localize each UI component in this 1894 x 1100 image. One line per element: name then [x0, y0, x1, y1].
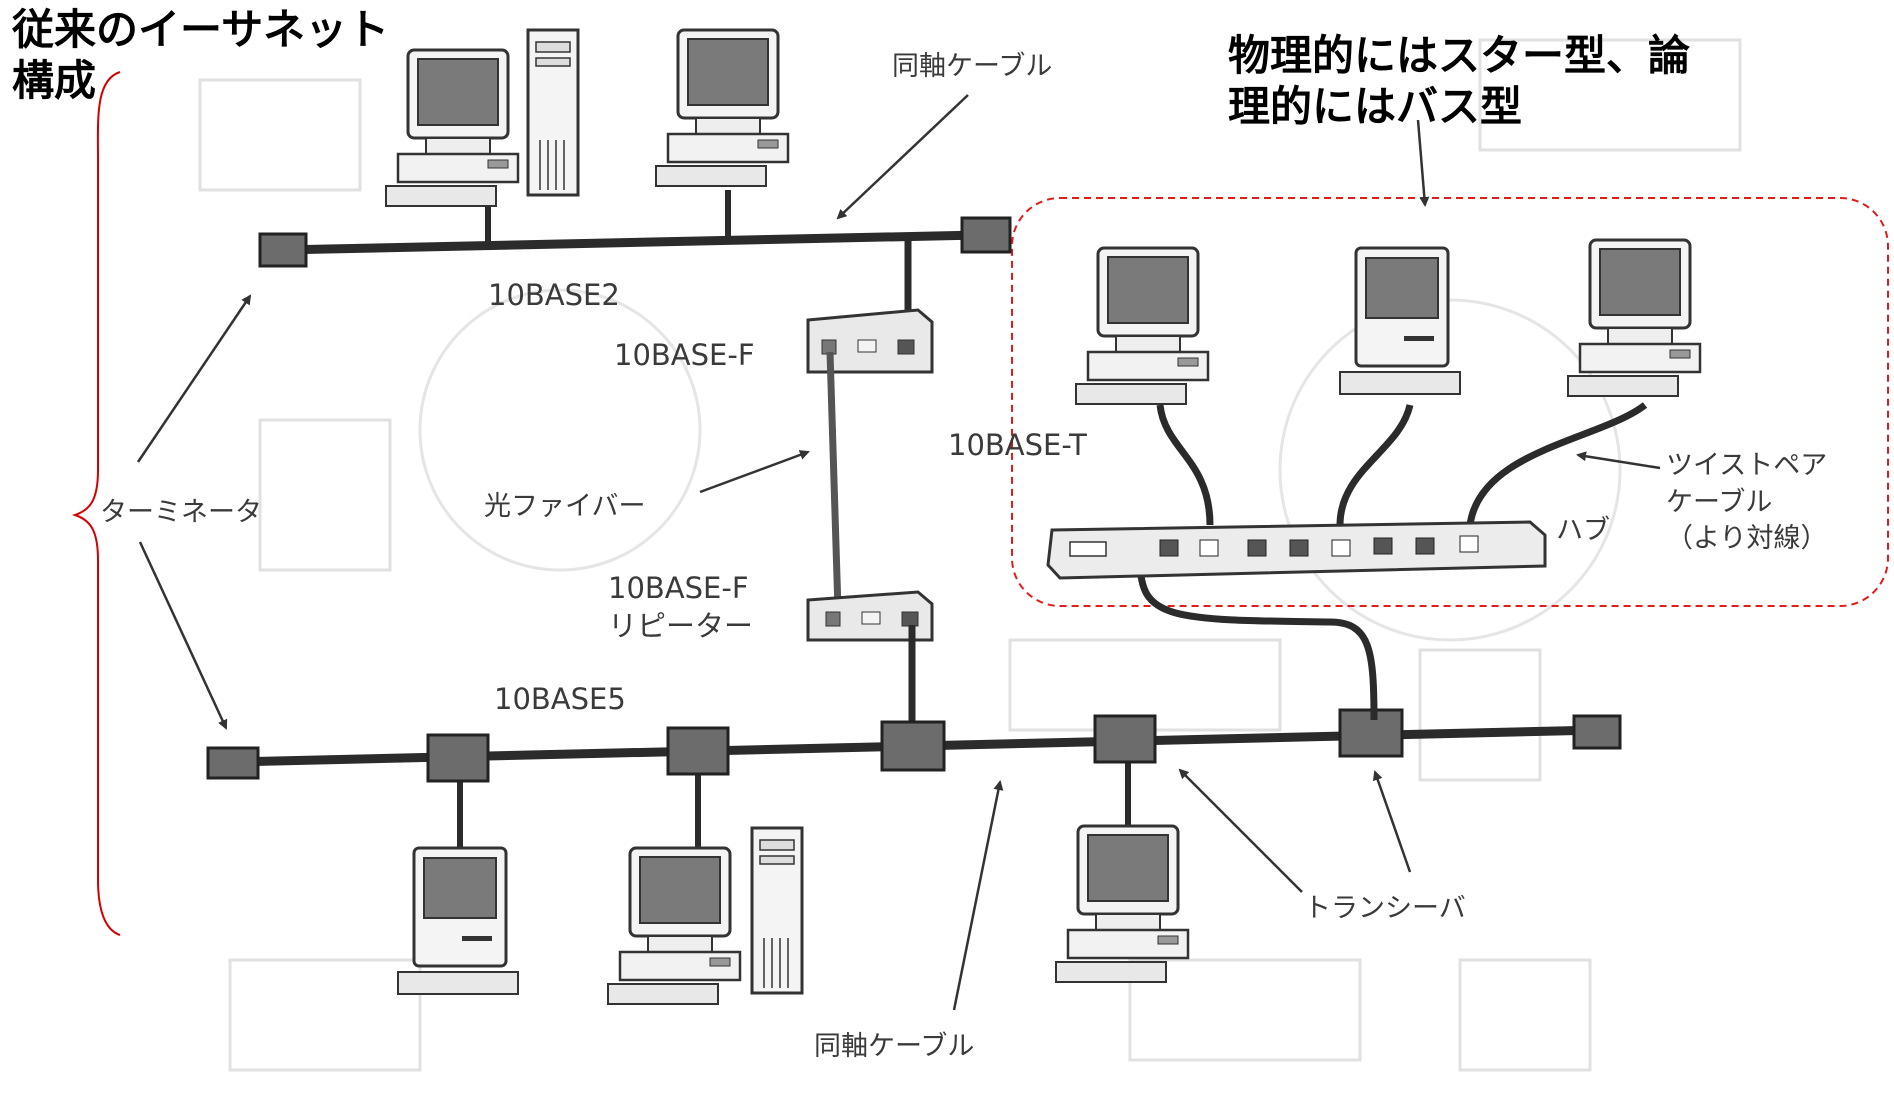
computer-mac — [1338, 246, 1462, 396]
label-10base-f: 10BASE-F — [614, 338, 755, 372]
terminator — [258, 232, 308, 268]
annotation-arrows — [136, 94, 1661, 1011]
transceiver — [880, 720, 946, 772]
computer-tower — [526, 28, 580, 197]
annotation-star-bus: 物理的にはスター型、論 理的にはバス型 — [1228, 31, 1691, 132]
annotation-traditional-ethernet: 従来のイーサネット 構成 — [12, 5, 390, 106]
label-10base2: 10BASE2 — [488, 278, 620, 312]
computer-tower — [750, 826, 804, 995]
label-terminator: ターミネータ — [100, 497, 262, 528]
computer — [606, 846, 742, 1006]
hub — [1046, 520, 1547, 580]
label-hub: ハブ — [1556, 515, 1610, 546]
label-fiber-repeater: 10BASE-F リピーター — [608, 571, 754, 643]
annotation-bracket — [71, 71, 121, 936]
terminator — [960, 216, 1012, 254]
transceiver — [1093, 714, 1157, 764]
computer — [384, 48, 520, 208]
label-coax-bottom: 同軸ケーブル — [814, 1031, 975, 1062]
label-optical-fiber: 光ファイバー — [484, 491, 646, 522]
computer — [1566, 238, 1702, 398]
transceiver — [666, 726, 730, 776]
fiber-repeater — [806, 590, 934, 642]
fiber-cable — [826, 351, 842, 611]
label-twisted-pair: ツイストペア ケーブル （より対線） — [1666, 450, 1828, 555]
computer — [1054, 824, 1190, 984]
computer-mac — [396, 846, 520, 996]
background-page — [198, 38, 1742, 1072]
star-bus-region — [1011, 197, 1889, 607]
terminator — [206, 746, 260, 780]
label-10base5: 10BASE5 — [494, 682, 626, 716]
twisted-pair-cables — [1136, 402, 1648, 721]
label-10base-t: 10BASE-T — [948, 428, 1087, 462]
fiber-transceiver — [806, 308, 934, 374]
computer — [654, 28, 790, 188]
transceiver — [426, 733, 490, 783]
label-transceiver: トランシーバ — [1304, 893, 1466, 924]
computer — [1074, 246, 1210, 406]
label-coax-top: 同軸ケーブル — [892, 51, 1053, 82]
terminator — [1572, 714, 1622, 750]
